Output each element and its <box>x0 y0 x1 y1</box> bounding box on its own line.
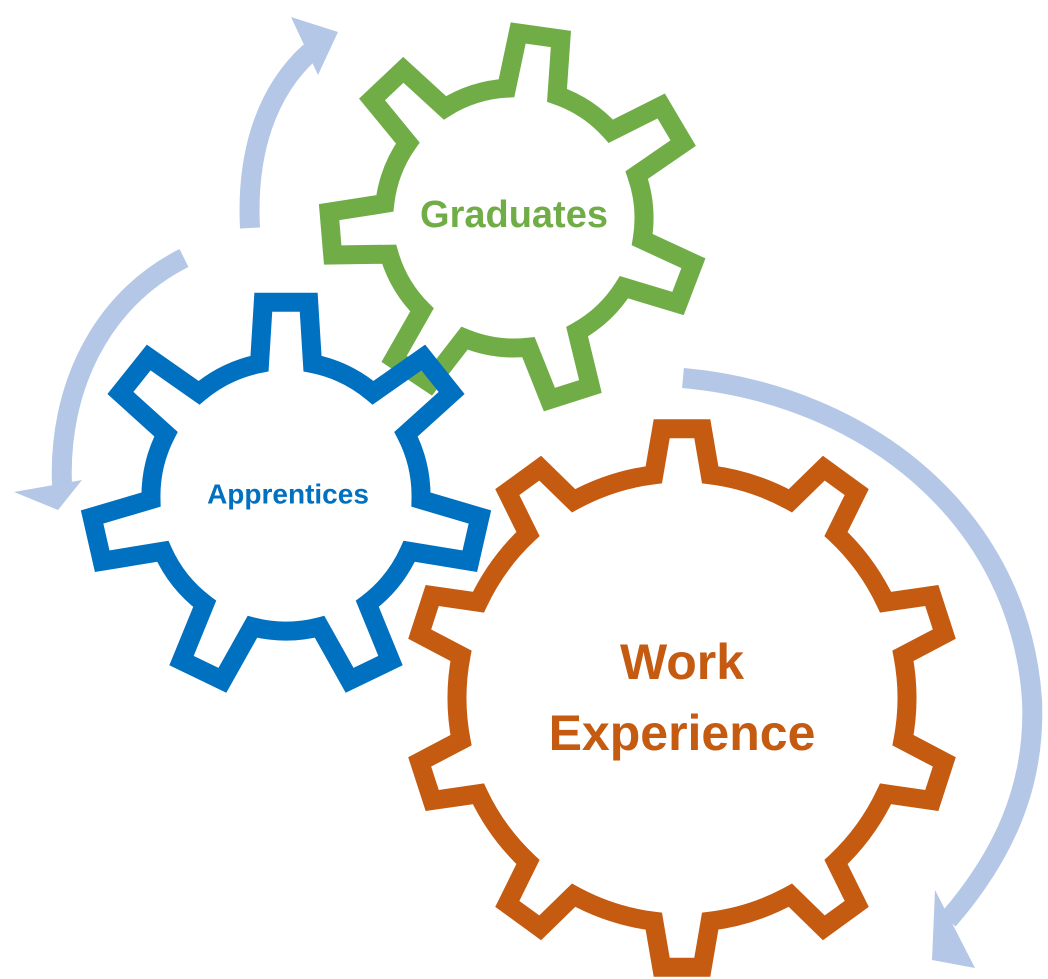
curved-arrow-right-head-icon <box>932 890 975 968</box>
arrows-group <box>14 17 1043 968</box>
gears-group <box>80 22 956 977</box>
work-experience-label-line2: Experience <box>549 705 816 761</box>
apprentices-label: Apprentices <box>207 478 369 509</box>
curved-arrow-right-body <box>682 368 1043 927</box>
graduates-label: Graduates <box>420 194 608 236</box>
apprentices-gear <box>80 292 492 693</box>
curved-arrow-left-head-icon <box>14 480 82 510</box>
work-experience-label-line1: Work <box>620 634 744 690</box>
curved-arrow-left-body <box>51 249 189 486</box>
graduates-gear <box>318 22 706 412</box>
curved-arrow-top-left-body <box>239 44 317 229</box>
curved-arrow-top-left-head-icon <box>291 17 338 75</box>
work-experience-gear <box>408 419 956 977</box>
